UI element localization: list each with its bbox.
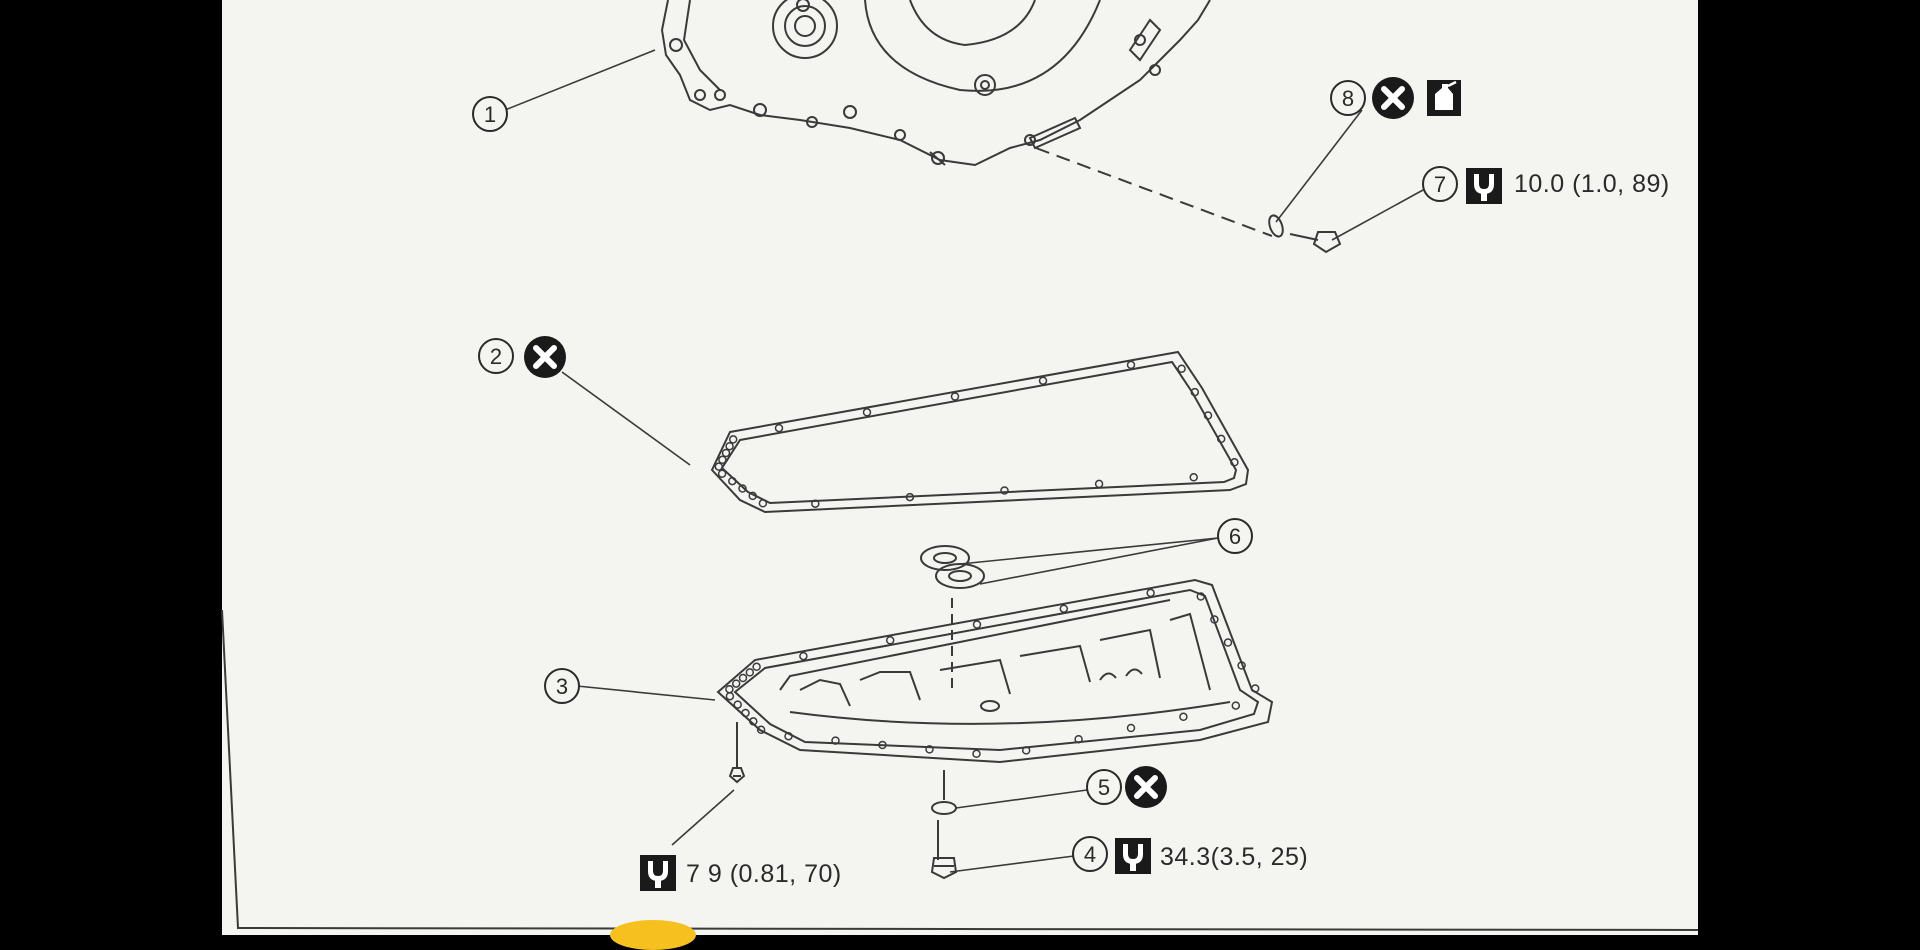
bolt-hole xyxy=(1210,615,1219,624)
bolt-hole xyxy=(738,673,748,683)
bolt-hole xyxy=(756,725,766,735)
bolt-hole xyxy=(905,492,915,502)
bolt-hole xyxy=(799,651,808,661)
bolt-hole xyxy=(1223,638,1233,647)
bolt-hole xyxy=(1203,411,1213,420)
bolt-hole xyxy=(1250,684,1260,693)
bolt-hole xyxy=(721,448,731,458)
drain-plug xyxy=(930,820,958,880)
bolt-hole xyxy=(878,740,887,750)
bolt-hole xyxy=(1074,734,1083,744)
bolt-hole xyxy=(745,668,755,677)
x-in-circle-icon xyxy=(1372,77,1414,119)
svg-text:1: 1 xyxy=(484,102,496,127)
bolt-hole xyxy=(1190,387,1200,397)
svg-text:8: 8 xyxy=(1342,86,1354,111)
fluid-bottle-icon xyxy=(1425,78,1463,118)
leader-lines xyxy=(504,49,1424,873)
bolt-hole xyxy=(885,636,895,645)
svg-text:4: 4 xyxy=(1084,842,1096,867)
bolt-hole xyxy=(1196,592,1206,601)
bolt-hole xyxy=(752,662,761,672)
torque-spec-item4: 34.3(3.5, 25) xyxy=(1160,843,1309,871)
oil-pan-bolt-holes xyxy=(725,588,1260,759)
bolt-hole xyxy=(1000,486,1009,495)
bolt-hole xyxy=(738,484,747,493)
bolt-hole xyxy=(718,455,727,465)
bolt-hole xyxy=(714,462,724,471)
yellow-highlight-mark xyxy=(610,920,696,950)
bolt-hole xyxy=(1179,712,1188,722)
oil-pan-gasket xyxy=(710,350,1250,514)
bolt-hole xyxy=(1126,360,1136,370)
bolt-hole xyxy=(728,476,737,486)
bolt-hole xyxy=(758,499,768,508)
svg-text:7: 7 xyxy=(1434,172,1446,197)
callout-2: 2 xyxy=(478,338,514,374)
callout-3: 3 xyxy=(544,668,580,704)
washers xyxy=(920,545,985,589)
bolt-hole xyxy=(1021,746,1031,755)
drain-plug-and-washer-item7-8 xyxy=(1035,147,1342,254)
bolt-hole xyxy=(831,736,840,745)
callout-4: 4 xyxy=(1072,836,1108,872)
svg-text:3: 3 xyxy=(556,674,568,699)
callout-1: 1 xyxy=(472,96,508,132)
bolt-hole xyxy=(1177,364,1186,373)
bolt-hole xyxy=(1038,376,1048,385)
bolt-hole xyxy=(749,717,758,726)
oil-pan xyxy=(716,578,1274,764)
bolt-hole xyxy=(950,392,960,401)
svg-text:6: 6 xyxy=(1229,524,1241,549)
drain-plug-washer xyxy=(931,770,957,815)
service-manual-page xyxy=(222,0,1698,935)
torque-spec-item7: 10.0 (1.0, 89) xyxy=(1514,170,1670,198)
bolt-hole xyxy=(741,708,750,718)
torque-wrench-icon xyxy=(640,855,676,891)
bolt-hole xyxy=(728,435,738,444)
bolt-hole xyxy=(1237,661,1246,670)
bolt-hole xyxy=(1126,723,1136,733)
bolt-hole xyxy=(1216,434,1226,444)
bolt-hole xyxy=(1230,458,1239,467)
page-border xyxy=(221,609,1699,931)
bolt-hole xyxy=(925,745,934,754)
bolt-hole xyxy=(717,469,727,478)
bolt-hole xyxy=(862,408,872,417)
bolt-hole xyxy=(1189,473,1198,482)
callout-8: 8 xyxy=(1330,80,1366,116)
callout-6: 6 xyxy=(1217,518,1253,554)
bolt-hole xyxy=(811,499,820,508)
bolt-hole xyxy=(725,441,734,451)
bolt-hole xyxy=(1059,604,1069,613)
bolt-hole xyxy=(972,749,981,759)
x-in-circle-icon xyxy=(524,336,566,378)
bolt-hole xyxy=(731,679,741,688)
bolt-hole xyxy=(748,491,757,501)
torque-wrench-icon xyxy=(1466,168,1502,204)
bolt-hole xyxy=(1094,479,1104,489)
gasket-bolt-holes xyxy=(714,360,1239,508)
bolt-hole xyxy=(1231,701,1241,710)
torque-wrench-icon xyxy=(1115,838,1151,874)
x-in-circle-icon xyxy=(1125,766,1167,808)
svg-text:5: 5 xyxy=(1098,775,1110,800)
bolt-hole xyxy=(784,731,793,741)
bolt-hole xyxy=(774,423,784,433)
transmission-case xyxy=(660,0,1211,167)
callout-5: 5 xyxy=(1086,769,1122,805)
torque-spec-pan-bolt: 7 9 (0.81, 70) xyxy=(686,860,842,888)
bolt-hole xyxy=(725,684,734,694)
pan-bolt xyxy=(728,722,746,784)
callout-7: 7 xyxy=(1422,166,1458,202)
bolt-hole xyxy=(1146,588,1155,598)
svg-text:2: 2 xyxy=(490,344,502,369)
bolt-hole xyxy=(725,691,735,701)
bolt-hole xyxy=(972,620,982,629)
bolt-hole xyxy=(733,700,742,709)
